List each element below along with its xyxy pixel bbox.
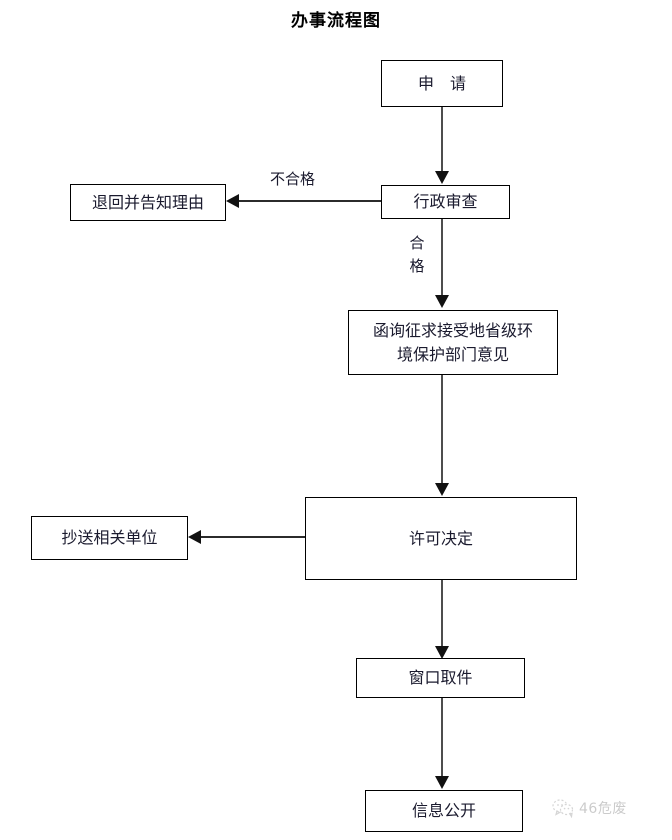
node-review-label: 行政审查 — [413, 192, 478, 212]
connector-review-to-reject — [238, 200, 381, 202]
node-publish-label: 信息公开 — [411, 801, 476, 821]
node-consult: 函询征求接受地省级环 境保护部门意见 — [348, 310, 558, 375]
arrowhead-pickup-to-publish — [435, 776, 449, 789]
node-pickup: 窗口取件 — [356, 658, 525, 698]
arrowhead-decision-to-pickup — [435, 646, 449, 659]
node-decision: 许可决定 — [305, 497, 577, 580]
node-consult-label: 函询征求接受地省级环 境保护部门意见 — [372, 321, 533, 364]
edge-label-fail: 不合格 — [270, 170, 316, 188]
arrowhead-decision-to-copyto — [188, 530, 201, 544]
node-publish: 信息公开 — [365, 790, 523, 832]
node-apply-label: 申 请 — [417, 73, 466, 93]
node-review: 行政审查 — [381, 185, 510, 219]
node-decision-label: 许可决定 — [408, 528, 473, 548]
node-copyto: 抄送相关单位 — [31, 516, 188, 560]
arrowhead-consult-to-decision — [435, 483, 449, 496]
connector-pickup-to-publish — [441, 698, 443, 778]
arrowhead-review-to-reject — [226, 194, 239, 208]
connector-review-to-consult — [441, 219, 443, 297]
page-title: 办事流程图 — [291, 11, 381, 31]
watermark-text: 46危废 — [579, 801, 627, 817]
watermark: 46危废 — [552, 798, 627, 818]
node-reject-label: 退回并告知理由 — [91, 192, 204, 212]
connector-decision-to-pickup — [441, 580, 443, 648]
node-pickup-label: 窗口取件 — [408, 668, 473, 688]
arrowhead-apply-to-review — [435, 171, 449, 184]
node-apply: 申 请 — [381, 60, 503, 107]
arrowhead-review-to-consult — [435, 295, 449, 308]
connector-consult-to-decision — [441, 375, 443, 485]
edge-label-pass: 合 格 — [409, 234, 425, 275]
wechat-icon — [552, 798, 574, 818]
node-copyto-label: 抄送相关单位 — [61, 528, 158, 548]
node-reject: 退回并告知理由 — [70, 184, 226, 221]
connector-apply-to-review — [441, 107, 443, 173]
connector-decision-to-copyto — [200, 536, 305, 538]
